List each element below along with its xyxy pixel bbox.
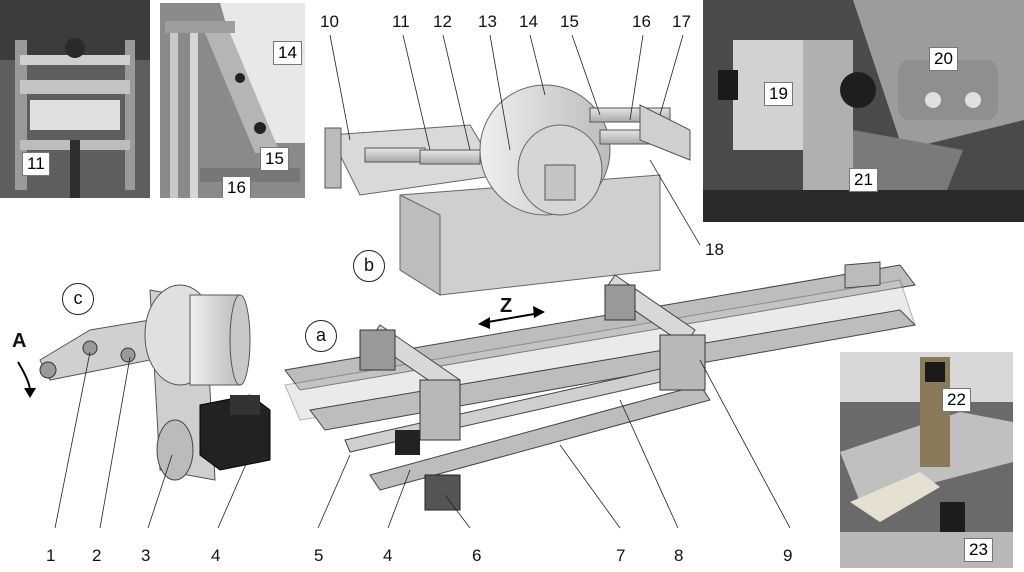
- part-number-9: 9: [783, 546, 793, 565]
- photo-motor-sensor: 19 20 21: [703, 0, 1024, 222]
- part-number-4: 4: [211, 546, 221, 565]
- photo4-label-23: 23: [964, 538, 993, 562]
- part-number-5: 5: [314, 546, 324, 565]
- view-label-b: b: [353, 250, 385, 282]
- rotation-label: A: [12, 330, 27, 352]
- view-b-feeder: [324, 84, 701, 296]
- photo-guide-rails: 14 15 16: [160, 3, 305, 198]
- view-c-drive: [39, 284, 271, 481]
- photo1-label-11: 11: [22, 152, 50, 176]
- z-axis-arrow: [478, 306, 545, 329]
- part-number-16: 16: [632, 12, 651, 31]
- photo3-label-20: 20: [929, 47, 958, 71]
- part-number-7: 7: [616, 546, 626, 565]
- part-number-15: 15: [560, 12, 579, 31]
- part-number-2: 2: [92, 546, 102, 565]
- view-label-c: c: [62, 283, 94, 315]
- photo3-label-19: 19: [764, 82, 793, 106]
- part-number-10: 10: [320, 12, 339, 31]
- part-number-13: 13: [478, 12, 497, 31]
- part-number-1: 1: [46, 546, 56, 565]
- part-number-4b: 4: [383, 546, 393, 565]
- photo2-label-15: 15: [260, 147, 289, 171]
- z-axis-label: Z: [500, 295, 513, 317]
- leader-lines: [54, 34, 791, 529]
- photo2-label-16: 16: [222, 176, 251, 198]
- part-number-11: 11: [392, 12, 410, 31]
- photo-roller-image: [0, 0, 150, 198]
- photo3-label-21: 21: [849, 168, 878, 192]
- part-number-17: 17: [672, 12, 691, 31]
- view-a-frame: [284, 261, 917, 511]
- photo2-label-14: 14: [273, 41, 302, 65]
- photo-sensor-image: [840, 352, 1013, 568]
- photo-roller-assembly: 11: [0, 0, 150, 198]
- photo-inductive-sensor: 22 23: [840, 352, 1013, 568]
- part-number-18: 18: [705, 240, 724, 259]
- view-label-a: a: [305, 320, 337, 352]
- part-number-14: 14: [519, 12, 538, 31]
- photo4-label-22: 22: [942, 388, 971, 412]
- part-number-8: 8: [674, 546, 684, 565]
- part-number-12: 12: [433, 12, 452, 31]
- part-number-6: 6: [472, 546, 482, 565]
- part-number-3: 3: [141, 546, 151, 565]
